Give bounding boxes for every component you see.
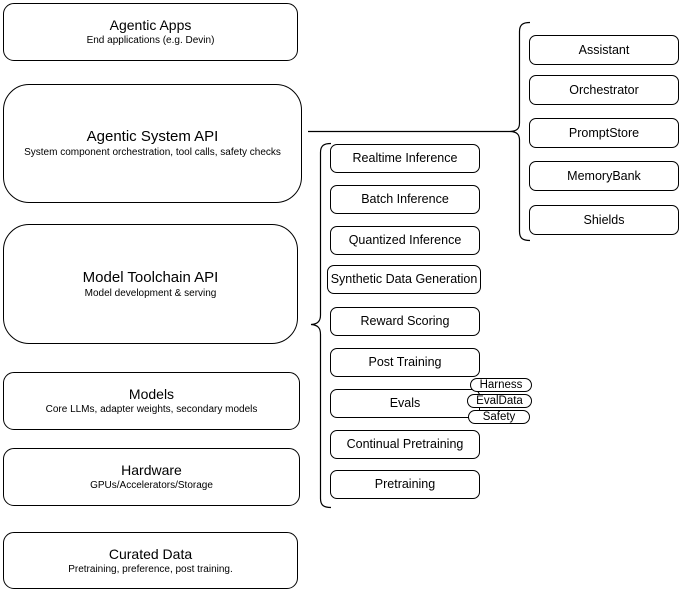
node-label: PromptStore bbox=[568, 125, 640, 140]
node-subtitle: Core LLMs, adapter weights, secondary mo… bbox=[45, 404, 258, 415]
node-title: Curated Data bbox=[108, 545, 193, 562]
node-promptstore: PromptStore bbox=[529, 118, 679, 148]
node-label: Reward Scoring bbox=[360, 314, 450, 328]
node-label: Evals bbox=[389, 396, 421, 410]
node-label: Shields bbox=[583, 212, 625, 227]
tag-safety: Safety bbox=[468, 410, 530, 424]
node-subtitle: Pretraining, preference, post training. bbox=[68, 563, 233, 575]
tag-label: EvalData bbox=[476, 395, 523, 407]
node-batch-inference: Batch Inference bbox=[330, 185, 480, 214]
node-label: Realtime Inference bbox=[352, 151, 458, 165]
tag-label: Harness bbox=[479, 379, 523, 391]
node-title: Hardware bbox=[121, 462, 182, 478]
node-label: Post Training bbox=[368, 355, 442, 369]
node-models: Models Core LLMs, adapter weights, secon… bbox=[3, 372, 300, 430]
node-title: Agentic System API bbox=[86, 128, 219, 145]
node-agentic-apps: Agentic Apps End applications (e.g. Devi… bbox=[3, 3, 298, 61]
node-reward-scoring: Reward Scoring bbox=[330, 307, 480, 336]
node-label: Assistant bbox=[578, 42, 630, 57]
node-model-toolchain-api: Model Toolchain API Model development & … bbox=[3, 224, 298, 344]
node-pretraining: Pretraining bbox=[330, 470, 480, 499]
node-quantized-inference: Quantized Inference bbox=[330, 226, 480, 255]
node-label: Synthetic Data Generation bbox=[330, 272, 478, 286]
toolchain-brace bbox=[310, 142, 332, 509]
node-curated-data: Curated Data Pretraining, preference, po… bbox=[3, 532, 298, 589]
node-orchestrator: Orchestrator bbox=[529, 75, 679, 105]
node-hardware: Hardware GPUs/Accelerators/Storage bbox=[3, 448, 300, 506]
node-title: Model Toolchain API bbox=[82, 268, 219, 286]
node-label: Pretraining bbox=[374, 477, 436, 491]
node-agentic-system-api: Agentic System API System component orch… bbox=[3, 84, 302, 203]
node-label: Quantized Inference bbox=[348, 233, 462, 247]
node-subtitle: GPUs/Accelerators/Storage bbox=[90, 480, 213, 491]
node-label: Batch Inference bbox=[361, 192, 449, 206]
node-assistant: Assistant bbox=[529, 35, 679, 65]
node-evals: Evals bbox=[330, 389, 480, 418]
tag-label: Safety bbox=[482, 411, 516, 423]
node-memorybank: MemoryBank bbox=[529, 161, 679, 191]
node-shields: Shields bbox=[529, 205, 679, 235]
node-title: Agentic Apps bbox=[109, 17, 192, 33]
tag-harness: Harness bbox=[470, 378, 532, 392]
node-subtitle: System component orchestration, tool cal… bbox=[24, 147, 281, 158]
node-label: Continual Pretraining bbox=[346, 437, 464, 451]
node-label: MemoryBank bbox=[567, 168, 641, 183]
tag-evaldata: EvalData bbox=[467, 394, 532, 408]
node-post-training: Post Training bbox=[330, 348, 480, 377]
node-subtitle: End applications (e.g. Devin) bbox=[86, 35, 215, 46]
node-title: Models bbox=[128, 386, 175, 402]
components-brace bbox=[509, 21, 531, 242]
node-label: Orchestrator bbox=[569, 82, 639, 97]
node-subtitle: Model development & serving bbox=[84, 287, 217, 299]
node-synthetic-data-generation: Synthetic Data Generation bbox=[327, 265, 481, 294]
node-continual-pretraining: Continual Pretraining bbox=[330, 430, 480, 459]
node-realtime-inference: Realtime Inference bbox=[330, 144, 480, 173]
